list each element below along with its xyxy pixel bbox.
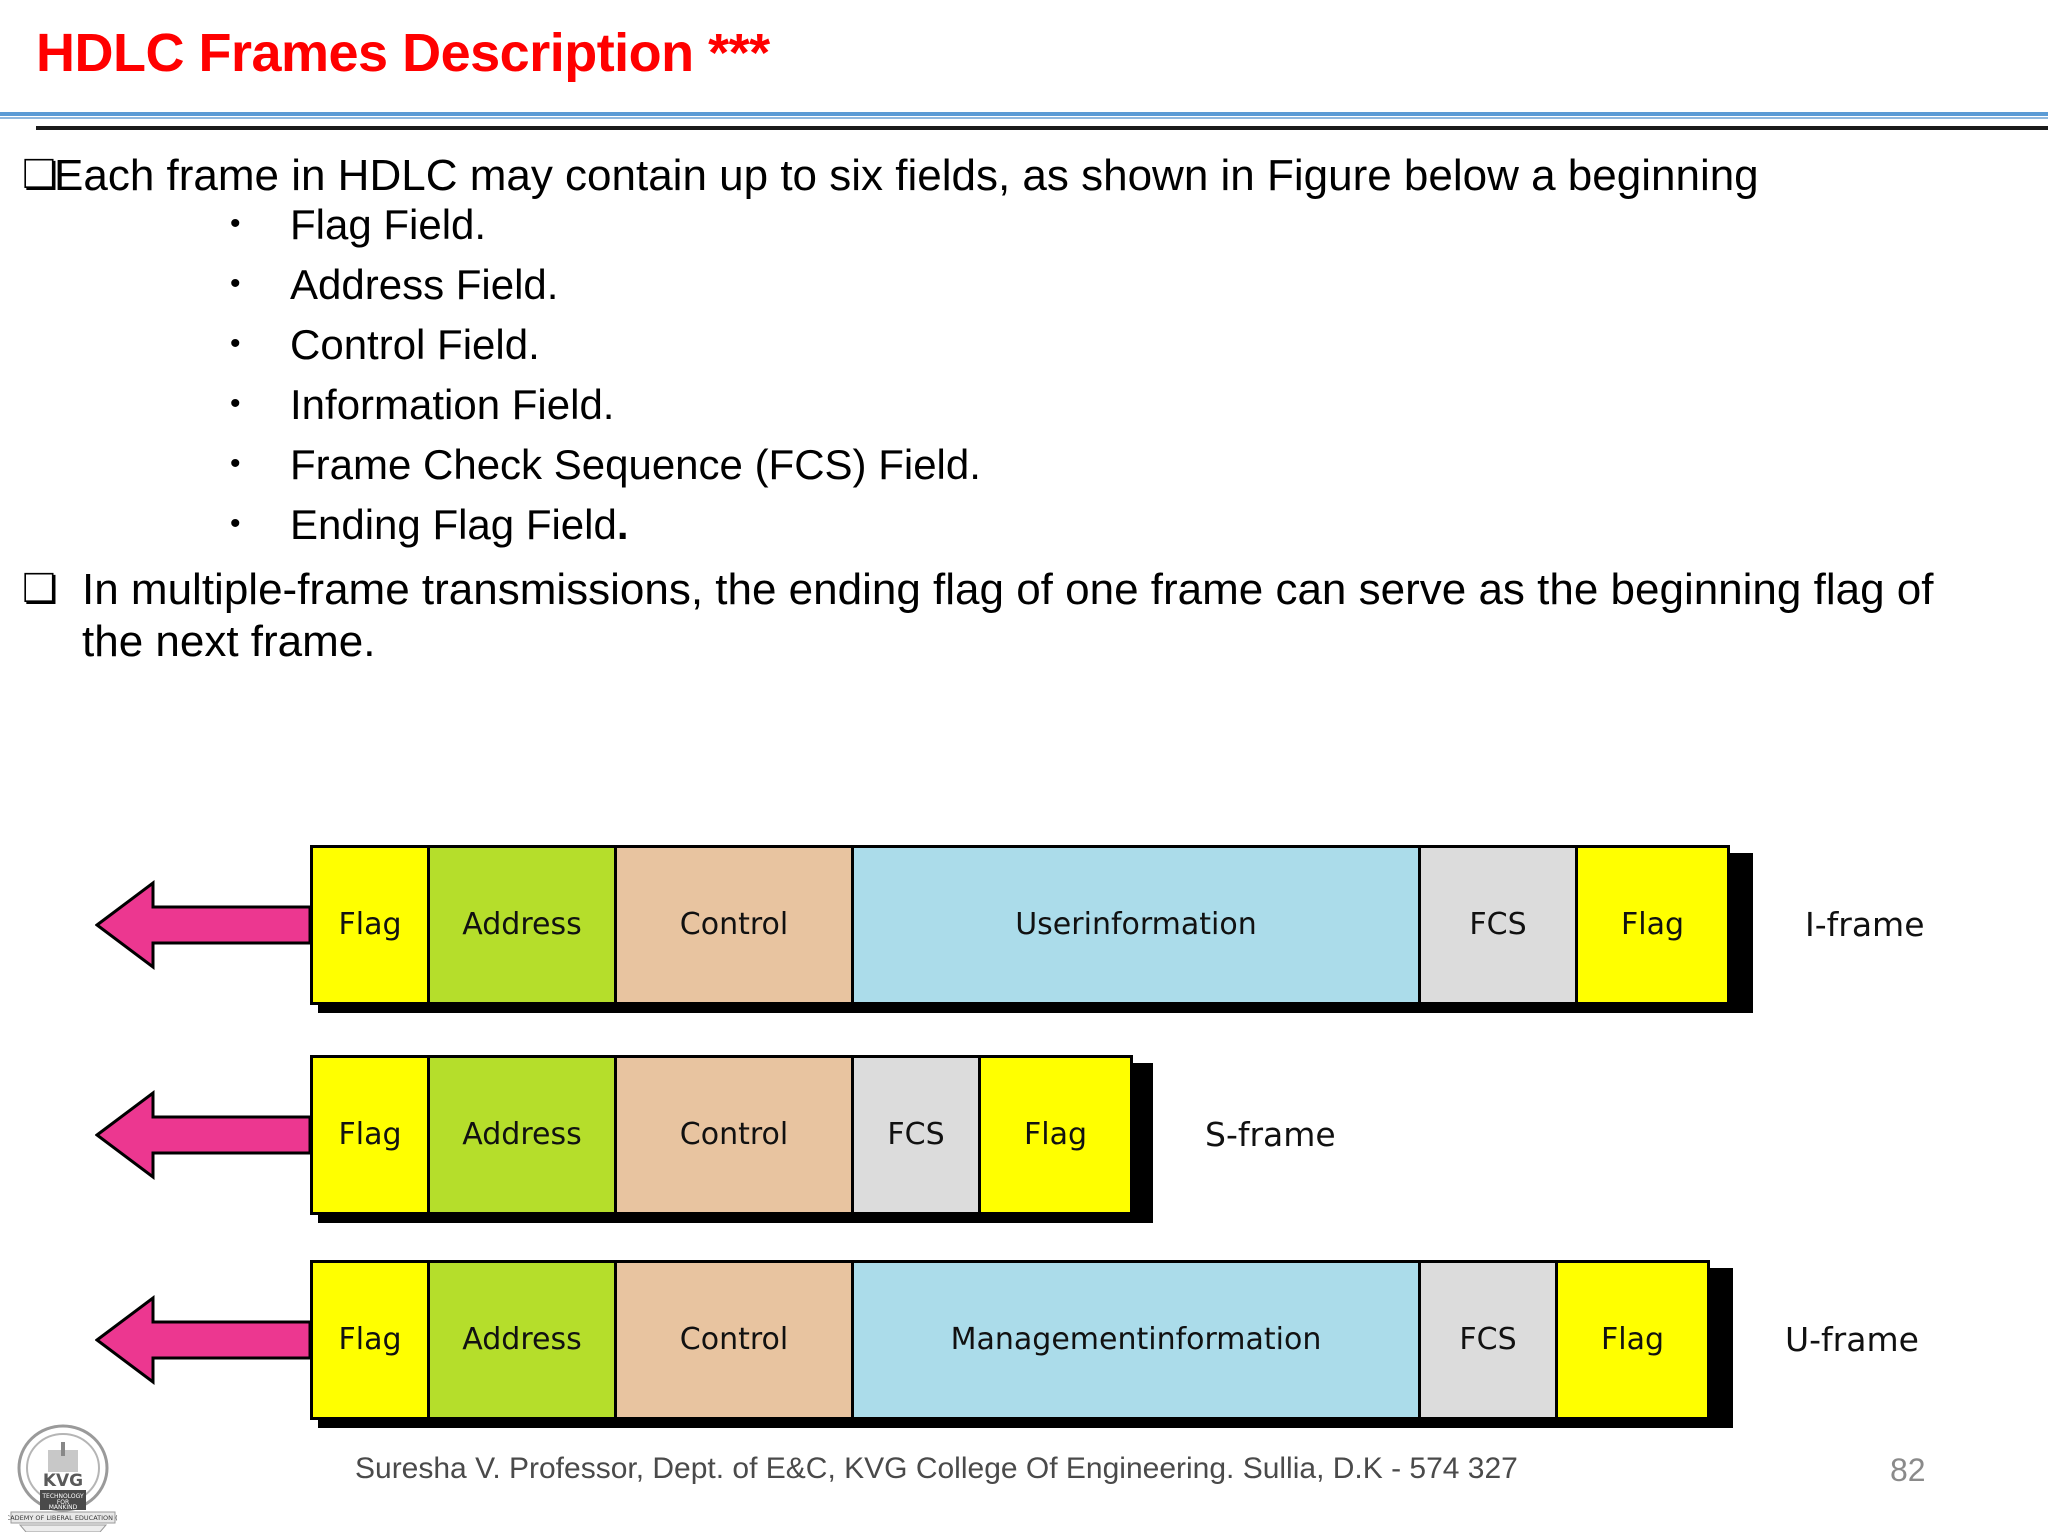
- square-bullet-icon: ❏: [22, 566, 58, 611]
- title-divider-blue-light: [0, 117, 2048, 119]
- page-number: 82: [1890, 1452, 1926, 1488]
- frame-field-label: User: [1015, 906, 1084, 942]
- frame-field-flag: Flag: [310, 1260, 430, 1420]
- frame-field-control: Control: [614, 1055, 854, 1215]
- list-item-label: Control Field.: [290, 320, 540, 368]
- round-bullet-icon: •: [230, 386, 241, 420]
- bullet-text-1: Each frame in HDLC may contain up to six…: [54, 151, 1759, 200]
- frame-field-fcs: FCS: [1418, 845, 1578, 1005]
- frame-field-flag: Flag: [1555, 1260, 1710, 1420]
- frame-type-label: I-frame: [1805, 905, 1925, 944]
- list-item: • Control Field.: [0, 320, 2048, 368]
- round-bullet-icon: •: [230, 326, 241, 360]
- list-item-label: Flag Field.: [290, 200, 487, 248]
- transmission-direction-arrow-icon: [95, 1292, 310, 1388]
- frame-field-address: Address: [427, 1260, 617, 1420]
- kvg-college-logo-icon: KVG TECHNOLOGY FOR MANKIND ACADEMY OF LI…: [1, 1424, 125, 1533]
- slide-body: ❏ Each frame in HDLC may contain up to s…: [0, 150, 2048, 670]
- frame-type-label: U-frame: [1785, 1320, 1919, 1359]
- square-bullet-icon: ❏: [22, 153, 58, 197]
- frame-field-label: FCS: [1459, 1321, 1517, 1357]
- frame-field-flag: Flag: [310, 1055, 430, 1215]
- frame-field-group: Flag Address Control FCS Flag: [310, 1055, 1133, 1215]
- frame-field-label: Management: [950, 1321, 1149, 1357]
- svg-text:ACADEMY OF LIBERAL EDUCATION (: ACADEMY OF LIBERAL EDUCATION (R): [8, 1514, 118, 1522]
- svg-text:TECHNOLOGY: TECHNOLOGY: [41, 1493, 84, 1500]
- list-item-label: Ending Flag Field.: [290, 500, 2048, 548]
- list-item: • Address Field.: [0, 260, 2048, 308]
- bullet-text-2: In multiple-frame transmissions, the end…: [82, 564, 1934, 666]
- frame-field-fcs: FCS: [1418, 1260, 1558, 1420]
- frame-field-label: Flag: [338, 906, 402, 942]
- frame-field-label: Control: [679, 1321, 789, 1357]
- frame-field-fcs: FCS: [851, 1055, 981, 1215]
- frame-type-label: S-frame: [1205, 1115, 1336, 1154]
- page-title: HDLC Frames Description ***: [36, 23, 770, 83]
- svg-text:KVG: KVG: [43, 1471, 83, 1491]
- list-item: • Information Field.: [0, 380, 2048, 428]
- title-divider-black: [36, 126, 2048, 130]
- list-item-label: Information Field.: [290, 380, 615, 428]
- frame-field-flag: Flag: [1575, 845, 1730, 1005]
- frame-field-label: information: [1148, 1321, 1322, 1357]
- frame-field-label: Control: [679, 1116, 789, 1152]
- list-item-label: Frame Check Sequence (FCS) Field.: [290, 440, 981, 488]
- footer-credit: Suresha V. Professor, Dept. of E&C, KVG …: [355, 1452, 1518, 1485]
- round-bullet-icon: •: [230, 506, 241, 540]
- list-item: • Frame Check Sequence (FCS) Field.: [0, 440, 2048, 488]
- field-sublist: • Flag Field. • Address Field. • Control…: [0, 200, 2048, 548]
- frame-field-address: Address: [427, 1055, 617, 1215]
- transmission-direction-arrow-icon: [95, 1087, 310, 1183]
- frame-field-label: Address: [462, 906, 582, 942]
- frame-field-flag: Flag: [310, 845, 430, 1005]
- round-bullet-icon: •: [230, 206, 241, 240]
- frame-field-label: Address: [462, 1116, 582, 1152]
- frame-field-label: FCS: [887, 1116, 945, 1152]
- frame-row: Flag Address Control FCS Flag S-frame: [0, 1055, 2048, 1223]
- bullet-item-primary-2: ❏ In multiple-frame transmissions, the e…: [0, 564, 2048, 668]
- frame-field-label: Flag: [1023, 1116, 1088, 1152]
- round-bullet-icon: •: [230, 266, 241, 300]
- list-item-period: .: [616, 500, 629, 548]
- frame-field-label: information: [1083, 906, 1257, 942]
- list-item: • Flag Field.: [0, 200, 2048, 248]
- frame-field-label: Flag: [338, 1321, 402, 1357]
- frame-field-control: Control: [614, 845, 854, 1005]
- frame-field-label: Flag: [1600, 1321, 1665, 1357]
- frame-field-flag: Flag: [978, 1055, 1133, 1215]
- frame-field-label: Address: [462, 1321, 582, 1357]
- frame-field-label: Flag: [338, 1116, 402, 1152]
- list-item: • Ending Flag Field.: [0, 500, 2048, 548]
- title-divider-blue: [0, 112, 2048, 116]
- list-item-label: Address Field.: [290, 260, 559, 308]
- svg-text:FOR: FOR: [57, 1499, 69, 1506]
- frame-field-control: Control: [614, 1260, 854, 1420]
- svg-text:MANKIND: MANKIND: [49, 1504, 78, 1511]
- frame-field-label: FCS: [1469, 906, 1527, 942]
- list-item-text: Ending Flag Field: [290, 500, 617, 548]
- frame-field-address: Address: [427, 845, 617, 1005]
- frame-field-label: Flag: [1620, 906, 1685, 942]
- transmission-direction-arrow-icon: [95, 877, 310, 973]
- frame-field-label: Control: [679, 906, 789, 942]
- bullet-item-primary-1: ❏ Each frame in HDLC may contain up to s…: [0, 150, 2048, 202]
- round-bullet-icon: •: [230, 446, 241, 480]
